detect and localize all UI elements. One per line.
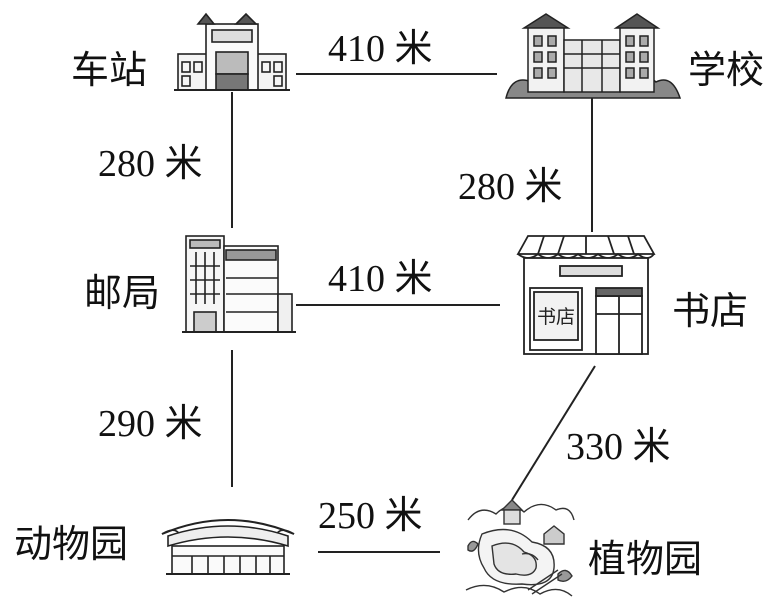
label-station: 车站 bbox=[71, 48, 148, 92]
distance-zoo-garden: 250 米 bbox=[318, 495, 423, 537]
bookstore-sign-text: 书店 bbox=[537, 306, 575, 328]
school-building-icon bbox=[505, 13, 682, 99]
distance-school-bookstore: 280 米 bbox=[458, 166, 563, 208]
label-zoo: 动物园 bbox=[14, 522, 129, 566]
distance-bookstore-garden: 330 米 bbox=[566, 426, 671, 468]
label-botanical-garden: 植物园 bbox=[588, 537, 703, 581]
label-school: 学校 bbox=[688, 48, 765, 92]
label-bookstore: 书店 bbox=[672, 289, 749, 333]
distance-station-post: 280 米 bbox=[98, 143, 203, 185]
distance-post-zoo: 290 米 bbox=[98, 403, 203, 445]
zoo-building-icon bbox=[161, 519, 295, 575]
garden-icon bbox=[465, 499, 575, 597]
distance-post-bookstore: 410 米 bbox=[328, 258, 433, 300]
route-line-bookstore-garden bbox=[511, 365, 596, 501]
station-building-icon bbox=[174, 12, 290, 91]
bookstore-building-icon: 书店 bbox=[516, 235, 656, 355]
label-post-office: 邮局 bbox=[84, 271, 161, 315]
distance-station-school: 410 米 bbox=[328, 28, 433, 70]
post-office-building-icon bbox=[182, 235, 296, 333]
